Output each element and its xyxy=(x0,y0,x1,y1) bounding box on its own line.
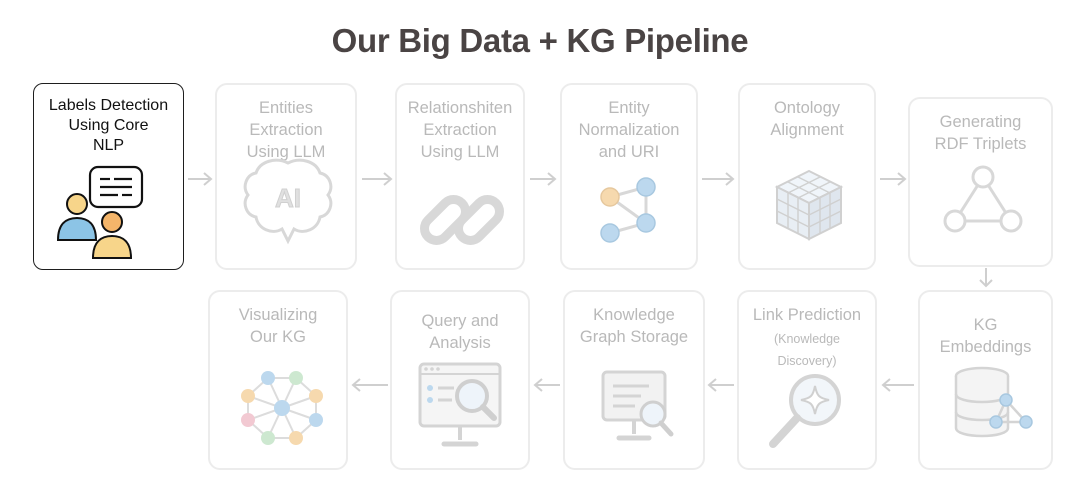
step-label: Knowledge Graph Storage xyxy=(579,306,689,346)
step-label: Ontology Alignment xyxy=(770,99,844,139)
step-visualizing-our-kg[interactable]: Visualizing Our KG xyxy=(208,290,348,470)
step-label: Query and Analysis xyxy=(421,312,499,352)
search-screen-icon xyxy=(418,362,502,447)
network-icon xyxy=(241,371,323,445)
step-label: Visualizing Our KG xyxy=(238,306,318,346)
step-knowledge-graph-storage[interactable]: Knowledge Graph Storage xyxy=(563,290,705,470)
page-title: Our Big Data + KG Pipeline xyxy=(331,22,749,59)
arrow-down-icon xyxy=(979,268,993,288)
step-ontology-alignment[interactable]: Ontology Alignment xyxy=(738,83,876,270)
step-kg-embeddings[interactable]: KG Embeddings xyxy=(918,290,1053,470)
arrow-right-icon xyxy=(530,172,557,186)
sparkle-magnifier-icon xyxy=(769,374,841,448)
step-link-prediction[interactable]: Link Prediction (Knowledge Discovery) xyxy=(737,290,877,470)
arrow-left-icon xyxy=(707,378,734,392)
step-entity-normalization[interactable]: Entity Normalization and URI xyxy=(560,83,698,270)
step-label: Entities Extraction Using LLM xyxy=(246,99,326,161)
database-icon xyxy=(954,366,1033,438)
step-labels-detection[interactable]: Labels Detection Using Core NLP xyxy=(33,83,184,270)
step-label: KG Embeddings xyxy=(939,316,1032,356)
monitor-search-icon xyxy=(601,370,674,441)
arrow-right-icon xyxy=(702,172,735,186)
ai-brain-icon: AI xyxy=(243,158,333,245)
arrow-right-icon xyxy=(362,172,393,186)
step-sublabel: (Knowledge Discovery) xyxy=(773,332,840,368)
svg-text:AI: AI xyxy=(275,183,301,213)
arrow-left-icon xyxy=(533,378,560,392)
step-label: Generating RDF Triplets xyxy=(934,113,1027,153)
step-query-and-analysis[interactable]: Query and Analysis xyxy=(390,290,530,470)
step-label: Relationshiten Extraction Using LLM xyxy=(407,99,513,161)
chain-link-icon xyxy=(420,195,504,245)
arrow-right-icon xyxy=(188,172,213,186)
cube-icon xyxy=(774,169,844,241)
step-generating-rdf-triplets[interactable]: Generating RDF Triplets xyxy=(908,97,1053,267)
step-entities-extraction[interactable]: Entities Extraction Using LLM AI xyxy=(215,83,357,270)
people-chat-icon xyxy=(56,165,144,259)
step-label: Labels Detection Using Core NLP xyxy=(48,97,169,154)
step-label: Entity Normalization and URI xyxy=(578,99,680,161)
triangle-graph-icon xyxy=(943,165,1023,233)
step-label: Link Prediction xyxy=(752,306,862,324)
arrow-right-icon xyxy=(880,172,907,186)
arrow-left-icon xyxy=(881,378,914,392)
node-graph-icon xyxy=(600,177,656,243)
step-relationship-extraction[interactable]: Relationshiten Extraction Using LLM xyxy=(395,83,525,270)
arrow-left-icon xyxy=(351,378,388,392)
